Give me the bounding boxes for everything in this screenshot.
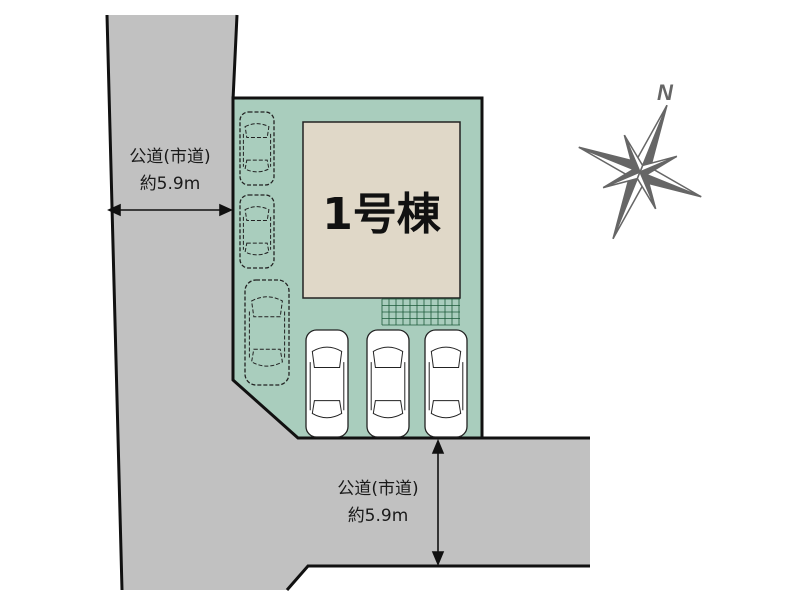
parking-space-dashed-car: [244, 279, 290, 386]
dimension-arrow-south: [431, 438, 445, 567]
parking-space-dashed-car: [239, 111, 275, 186]
road-label-south: 公道(市道) 約5.9m: [318, 476, 438, 530]
parking-space-car: [305, 329, 349, 438]
road-width: 約5.9m: [139, 174, 201, 194]
porch-grid: [381, 298, 460, 326]
dimension-arrow-west: [107, 203, 233, 217]
road-label-west: 公道(市道) 約5.9m: [110, 144, 230, 198]
parking-space-car: [424, 329, 468, 438]
road-name: 公道(市道): [129, 147, 211, 167]
north-label: N: [657, 80, 674, 105]
compass-rose-icon: [578, 104, 702, 240]
parking-space-car: [366, 329, 410, 438]
road-west: [107, 15, 590, 590]
road-name: 公道(市道): [337, 479, 419, 499]
building-label: 1号棟: [322, 189, 441, 240]
building-footprint: [302, 121, 461, 299]
parking-space-dashed-car: [239, 194, 275, 269]
road-width: 約5.9m: [347, 506, 409, 526]
road-edges: [105, 14, 590, 591]
